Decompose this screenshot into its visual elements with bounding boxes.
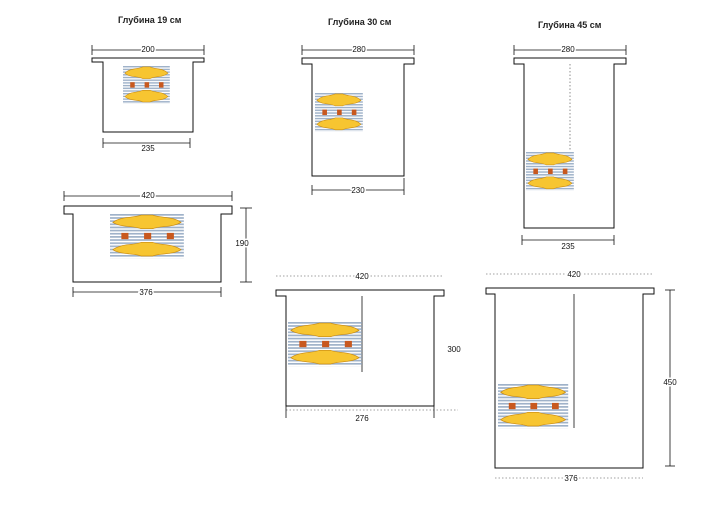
dimension-top: 280 bbox=[561, 45, 575, 54]
heater-unit bbox=[288, 322, 362, 367]
dimension-bottom: 376 bbox=[139, 288, 153, 297]
dimension-top: 280 bbox=[352, 45, 366, 54]
heater-unit bbox=[110, 214, 184, 259]
box-outline bbox=[91, 57, 205, 133]
dimension-top: 420 bbox=[355, 272, 369, 281]
box-outline bbox=[301, 57, 415, 177]
heater-unit bbox=[315, 93, 363, 132]
box-outline bbox=[485, 287, 655, 469]
unit-narrow-30: 280 230 bbox=[301, 44, 415, 197]
heater-unit bbox=[498, 384, 569, 429]
dimension-bottom: 276 bbox=[355, 414, 369, 423]
heading-depth-30: Глубина 30 см bbox=[328, 17, 392, 27]
heading-depth-19: Глубина 19 см bbox=[118, 15, 182, 25]
dimension-height: 300 bbox=[447, 345, 461, 354]
unit-narrow-19: 200 235 bbox=[91, 44, 205, 153]
dimension-top: 420 bbox=[567, 270, 581, 279]
dimension-top: 200 bbox=[141, 45, 155, 54]
unit-wide-19: 420 190 376 bbox=[63, 190, 252, 299]
dimension-height: 450 bbox=[663, 378, 677, 387]
dimension-bottom: 230 bbox=[351, 186, 365, 195]
box-outline bbox=[513, 57, 627, 229]
dimension-bottom: 376 bbox=[564, 474, 578, 483]
dimension-height: 190 bbox=[235, 239, 249, 248]
dimension-top: 420 bbox=[141, 191, 155, 200]
unit-wide-30: 420 300 276 bbox=[275, 271, 461, 423]
unit-wide-45: 420 450 376 bbox=[485, 269, 679, 485]
dimension-bottom: 235 bbox=[561, 242, 575, 251]
heater-unit bbox=[526, 152, 574, 191]
heading-depth-45: Глубина 45 см bbox=[538, 20, 602, 30]
box-outline bbox=[63, 205, 233, 283]
dimension-bottom: 235 bbox=[141, 144, 155, 153]
unit-narrow-45: 280 235 bbox=[513, 44, 627, 251]
heater-unit bbox=[123, 66, 170, 104]
